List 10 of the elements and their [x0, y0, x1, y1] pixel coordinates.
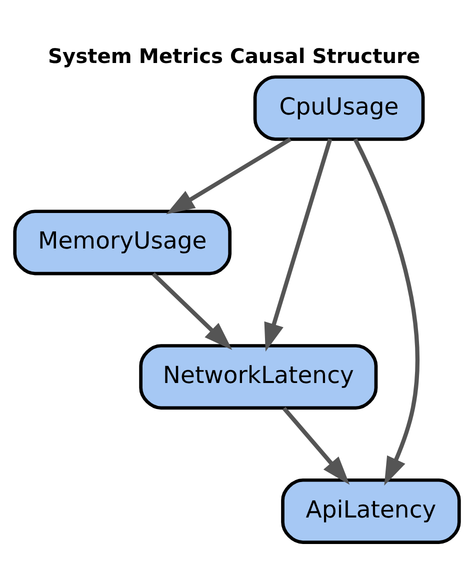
arrow: [264, 138, 332, 352]
node-box: ApiLatency: [281, 478, 461, 544]
node-box: CpuUsage: [253, 75, 425, 141]
arrow: [152, 272, 232, 350]
node-box: MemoryUsage: [13, 210, 232, 276]
diagram-title: System Metrics Causal Structure: [48, 44, 420, 68]
arrow: [282, 406, 350, 485]
node-box: NetworkLatency: [139, 344, 378, 410]
arrow: [353, 138, 420, 486]
arrow: [166, 137, 292, 214]
